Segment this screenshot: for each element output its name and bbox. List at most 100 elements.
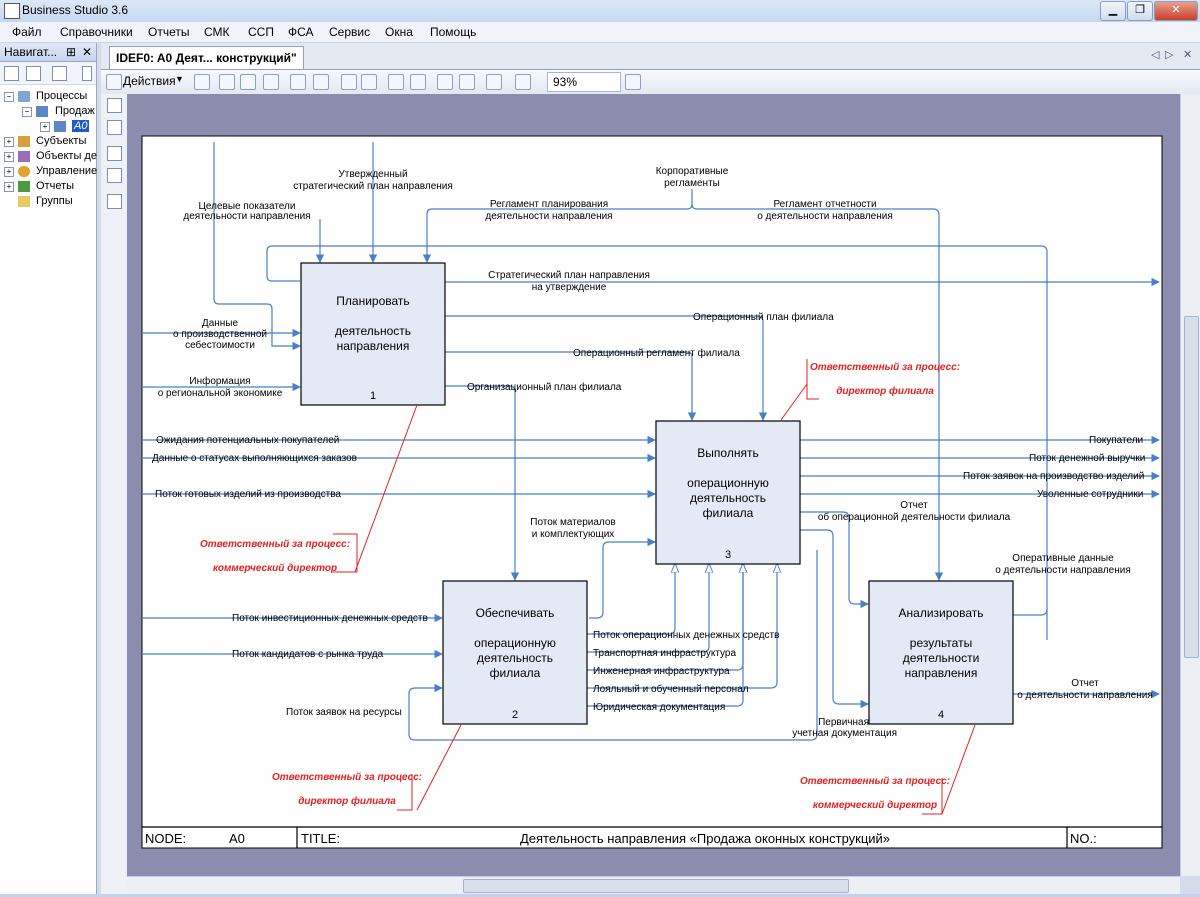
layout-icon[interactable] bbox=[107, 194, 122, 209]
tree-item-reports[interactable]: Отчеты bbox=[36, 180, 75, 192]
label-reg-report: Регламент отчетности bbox=[773, 199, 876, 210]
dropdown-icon[interactable] bbox=[82, 66, 92, 81]
expand-icon[interactable]: + bbox=[4, 137, 14, 147]
numbering-icon[interactable] bbox=[219, 74, 235, 90]
menu-references[interactable]: Справочники bbox=[60, 25, 133, 39]
diagram-canvas[interactable]: Планировать деятельность направления 1 О… bbox=[127, 94, 1180, 876]
box1-title: Планировать bbox=[336, 294, 409, 308]
properties-icon[interactable] bbox=[52, 66, 67, 81]
close-button[interactable]: ✕ bbox=[1154, 1, 1198, 21]
edit-icon[interactable] bbox=[194, 74, 210, 90]
tree-item-processes[interactable]: Процессы bbox=[36, 90, 88, 102]
edit-icon[interactable] bbox=[4, 66, 19, 81]
refresh-icon[interactable] bbox=[26, 66, 41, 81]
menu-service[interactable]: Сервис bbox=[329, 25, 371, 39]
expand-icon[interactable]: + bbox=[4, 182, 14, 192]
menu-reports[interactable]: Отчеты bbox=[148, 25, 190, 39]
footer-no-label: NO.: bbox=[1070, 831, 1097, 846]
management-icon bbox=[18, 166, 30, 177]
vertical-scroll-thumb[interactable] bbox=[1184, 316, 1199, 658]
navigator-toolbar bbox=[0, 62, 96, 85]
link-right-icon[interactable] bbox=[459, 74, 475, 90]
minimize-button[interactable]: ▁ bbox=[1100, 1, 1126, 21]
label-mech-transport: Транспортная инфраструктура bbox=[593, 647, 736, 659]
tab-close-icon[interactable]: ✕ bbox=[1183, 49, 1193, 61]
label-targets: Целевые показатели bbox=[199, 201, 296, 212]
arrow-mech-staff bbox=[587, 564, 777, 689]
tree-item-subjects[interactable]: Субъекты bbox=[36, 135, 87, 147]
actions-menu[interactable]: Действия bbox=[123, 74, 176, 88]
vertical-scrollbar[interactable] bbox=[1180, 94, 1200, 876]
back-icon[interactable] bbox=[388, 74, 404, 90]
label-fired: Уволенные сотрудники bbox=[1037, 489, 1143, 500]
label-op-plan: Операционный план филиала bbox=[693, 311, 834, 323]
label-mech-engineering: Инженерная инфраструктура bbox=[593, 665, 730, 677]
expand-icon[interactable]: + bbox=[4, 167, 14, 177]
menu-windows[interactable]: Окна bbox=[385, 25, 413, 39]
tab-right-arrow-icon[interactable]: ▷ bbox=[1165, 49, 1174, 61]
label-org-plan: Организационный план филиала bbox=[467, 381, 622, 393]
label-report-2: об операционной деятельности филиала bbox=[818, 511, 1011, 523]
horizontal-scroll-thumb[interactable] bbox=[463, 879, 849, 893]
pin-icon[interactable]: ⊞ bbox=[66, 45, 77, 59]
menu-fsa[interactable]: ФСА bbox=[288, 25, 314, 39]
arrow-materials bbox=[589, 537, 656, 619]
navigator-panel: Навигат... ⊞ ✕ − Процессы − Продаж + A0 … bbox=[0, 43, 97, 897]
link-left-icon[interactable] bbox=[437, 74, 453, 90]
note-icon[interactable] bbox=[107, 146, 122, 161]
frame-icon[interactable] bbox=[107, 168, 122, 183]
tab-left-arrow-icon[interactable]: ◁ bbox=[1151, 49, 1160, 61]
maximize-button[interactable]: ❐ bbox=[1127, 1, 1153, 21]
collapse-icon[interactable]: − bbox=[4, 92, 14, 102]
arrow-output-primary-docs bbox=[800, 529, 869, 709]
diagram-side-toolbar bbox=[101, 94, 128, 894]
connector-icon[interactable] bbox=[107, 98, 122, 113]
tab-idef0-a0[interactable]: IDEF0: A0 Деят... конструкций" bbox=[109, 46, 304, 69]
zoom-select[interactable]: 93% bbox=[547, 72, 621, 92]
expand-icon[interactable]: + bbox=[40, 122, 50, 132]
box3-line2: операционную bbox=[687, 476, 769, 490]
subjects-icon bbox=[18, 136, 30, 147]
dropdown-icon[interactable]: ▼ bbox=[175, 74, 184, 84]
export-icon[interactable] bbox=[515, 74, 531, 90]
menu-file[interactable]: Файл bbox=[12, 25, 42, 39]
box1-number: 1 bbox=[370, 390, 376, 402]
collapse-icon[interactable]: − bbox=[22, 107, 32, 117]
box-icon[interactable] bbox=[107, 120, 122, 135]
format-brush-icon[interactable] bbox=[263, 74, 279, 90]
menu-smk[interactable]: СМК bbox=[204, 25, 230, 39]
fit-page-icon[interactable] bbox=[625, 74, 641, 90]
navigator-close-icon[interactable]: ✕ bbox=[82, 45, 93, 59]
clock-icon[interactable] bbox=[313, 74, 329, 90]
idef0-diagram: Планировать деятельность направления 1 О… bbox=[141, 135, 1163, 849]
save-icon[interactable] bbox=[290, 74, 306, 90]
horizontal-scrollbar[interactable] bbox=[127, 876, 1180, 895]
note2-line1: Ответственный за процесс: bbox=[272, 772, 422, 783]
label-op-reg: Операционный регламент филиала bbox=[573, 347, 740, 359]
tree-item-a0[interactable]: A0 bbox=[72, 120, 90, 132]
footer-title-label: TITLE: bbox=[301, 831, 340, 846]
arrow-control-reg-report bbox=[691, 203, 944, 581]
tree-item-objects[interactable]: Объекты де bbox=[36, 150, 97, 162]
label-final-report: Отчет bbox=[1071, 678, 1099, 689]
box1-line3: направления bbox=[337, 339, 410, 353]
label-materials: Поток материалов bbox=[530, 517, 616, 528]
arrow-down-icon[interactable] bbox=[361, 74, 377, 90]
label-economy: Информация bbox=[189, 375, 250, 387]
text-icon[interactable] bbox=[240, 74, 256, 90]
forward-icon[interactable] bbox=[410, 74, 426, 90]
tree-item-sales[interactable]: Продаж bbox=[55, 105, 95, 117]
label-goods: Поток готовых изделий из производства bbox=[155, 489, 341, 500]
annotation-line-4 bbox=[941, 724, 976, 815]
tree-item-groups[interactable]: Группы bbox=[36, 195, 73, 207]
import-icon[interactable] bbox=[486, 74, 502, 90]
arrow-mech-legal bbox=[587, 564, 743, 707]
tree-item-management[interactable]: Управление bbox=[36, 165, 98, 177]
label-investment: Поток инвестиционных денежных средств bbox=[232, 613, 428, 624]
expand-icon[interactable]: + bbox=[4, 152, 14, 162]
arrow-up-icon[interactable] bbox=[341, 74, 357, 90]
menu-ssp[interactable]: ССП bbox=[248, 25, 274, 39]
status-strip bbox=[0, 894, 1200, 897]
note2-line2: директор филиала bbox=[298, 795, 396, 807]
menu-help[interactable]: Помощь bbox=[430, 25, 477, 39]
